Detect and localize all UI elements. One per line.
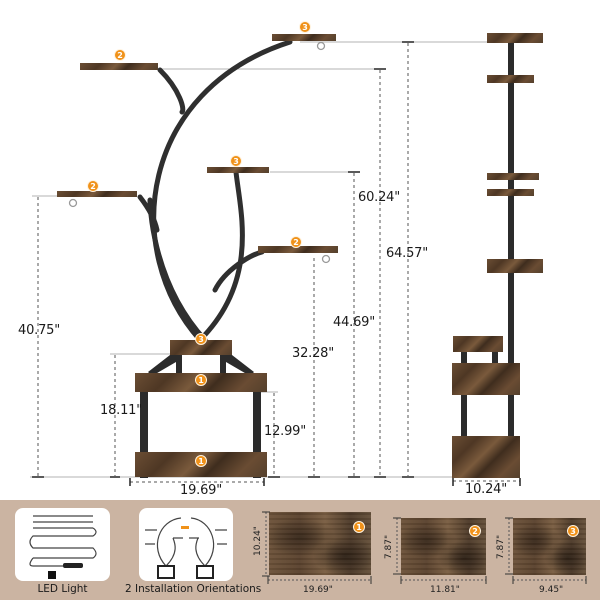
swatch-1-depth: 10.24" <box>252 526 263 556</box>
shelf-badge: 3 <box>299 21 311 33</box>
swatch-3-depth: 7.87" <box>496 534 507 560</box>
swatch-3-dim-lines <box>505 517 587 584</box>
side-shelf-8 <box>452 436 520 478</box>
side-view-frame <box>461 42 514 472</box>
led-strip-icon <box>29 515 97 579</box>
swatch-2-dim-lines <box>393 517 487 584</box>
dimension-lines <box>37 43 520 483</box>
side-shelf-3 <box>487 173 539 180</box>
dim-base-width: 19.69" <box>180 483 222 498</box>
shelf-left-lower <box>57 191 137 197</box>
dimension-ticks <box>32 41 521 486</box>
shelf-base-top <box>170 340 232 355</box>
swatch-badge: 2 <box>469 525 481 537</box>
shelf-badge: 1 <box>195 374 207 386</box>
swatch-1-width: 19.69" <box>303 585 333 595</box>
shelf-badge: 3 <box>230 155 242 167</box>
dim-upper-height: 60.24" <box>358 190 400 205</box>
plant-stand-front-view-drawing <box>30 39 530 486</box>
swatch-3-width: 9.45" <box>539 585 564 595</box>
swatch-badge: 1 <box>353 521 365 533</box>
shelf-top-left <box>80 63 158 70</box>
shelf-top-right <box>272 34 336 41</box>
swatch-1-dim-lines <box>262 511 372 584</box>
dim-lower-shelf-height: 32.28" <box>292 346 334 361</box>
dim-base-inner-height: 12.99" <box>264 424 306 439</box>
swatch-2-depth: 7.87" <box>384 534 395 560</box>
installation-orientation-icon <box>145 517 227 579</box>
side-shelf-2 <box>487 75 534 83</box>
side-shelf-5 <box>487 259 543 273</box>
shelf-badge: 1 <box>195 455 207 467</box>
shelf-middle <box>207 167 269 173</box>
shelf-swatch-3: 3 <box>513 518 586 575</box>
shelf-swatch-1: 1 <box>269 512 371 575</box>
installation-orientations-caption: 2 Installation Orientations <box>125 583 262 595</box>
shelf-badge: 2 <box>114 49 126 61</box>
accessory-and-shelf-panel: LED Light 2 Installation Orientations 1 … <box>0 500 600 600</box>
shelf-right-lower <box>258 246 338 253</box>
shelf-badge: 2 <box>290 236 302 248</box>
swatch-badge: 3 <box>567 525 579 537</box>
shelf-badge: 2 <box>87 180 99 192</box>
side-shelf-1 <box>487 33 543 43</box>
side-shelf-6 <box>453 336 503 352</box>
dim-base-top-height: 18.11" <box>100 403 142 418</box>
dim-total-height-left: 40.75" <box>18 323 60 338</box>
base-frame <box>140 355 261 478</box>
side-shelf-7 <box>452 363 520 395</box>
dim-mid-height: 44.69" <box>333 315 375 330</box>
led-light-card <box>15 508 110 581</box>
side-shelf-4 <box>487 189 534 196</box>
metal-frame <box>137 39 293 343</box>
shelf-badge: 3 <box>195 333 207 345</box>
dim-overall-height: 64.57" <box>386 246 428 261</box>
swatch-2-width: 11.81" <box>430 585 460 595</box>
led-light-caption: LED Light <box>37 583 88 595</box>
dim-side-depth: 10.24" <box>465 482 507 497</box>
hook-rings <box>68 41 331 264</box>
shelf-swatch-2: 2 <box>401 518 486 575</box>
product-dimension-diagram: 2 3 2 3 2 3 1 1 40.75" 60.24" 44.69" 32.… <box>18 21 543 498</box>
installation-orientations-card <box>139 508 233 581</box>
